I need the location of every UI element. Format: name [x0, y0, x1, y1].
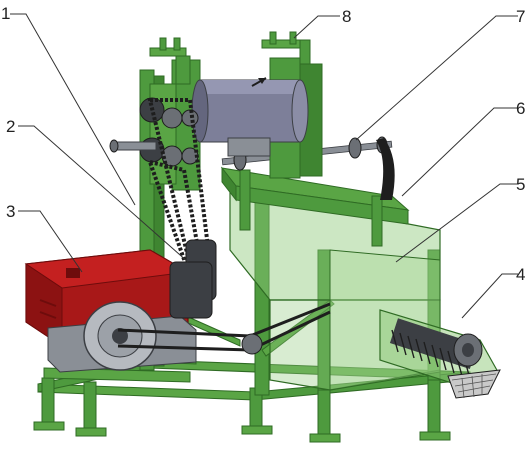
leader-6: [401, 107, 518, 197]
belt-drive: [117, 302, 331, 355]
callout-1: 1: [1, 4, 10, 23]
shaft-platform: [220, 166, 410, 247]
gear-train: [109, 97, 199, 167]
callout-4: 4: [516, 265, 525, 284]
leader-8: [293, 15, 340, 39]
callout-2: 2: [6, 117, 15, 136]
callout-7: 7: [516, 7, 525, 26]
leader-7: [355, 15, 518, 141]
leader-1: [10, 13, 136, 206]
leader-3: [18, 210, 83, 273]
callout-labels: 1 2 3 4 5 6 7 8: [1, 4, 525, 284]
screw-conveyor: [379, 309, 501, 399]
engine: [24, 249, 213, 373]
callout-3: 3: [6, 202, 15, 221]
top-adjusters: [149, 31, 311, 85]
callout-6: 6: [516, 99, 525, 118]
callout-5: 5: [516, 175, 525, 194]
leader-lines: [10, 13, 518, 319]
leader-4: [461, 273, 518, 319]
callout-8: 8: [342, 7, 351, 26]
leader-2: [18, 125, 189, 263]
leader-5: [395, 183, 518, 263]
crushing-roller: [191, 77, 309, 157]
